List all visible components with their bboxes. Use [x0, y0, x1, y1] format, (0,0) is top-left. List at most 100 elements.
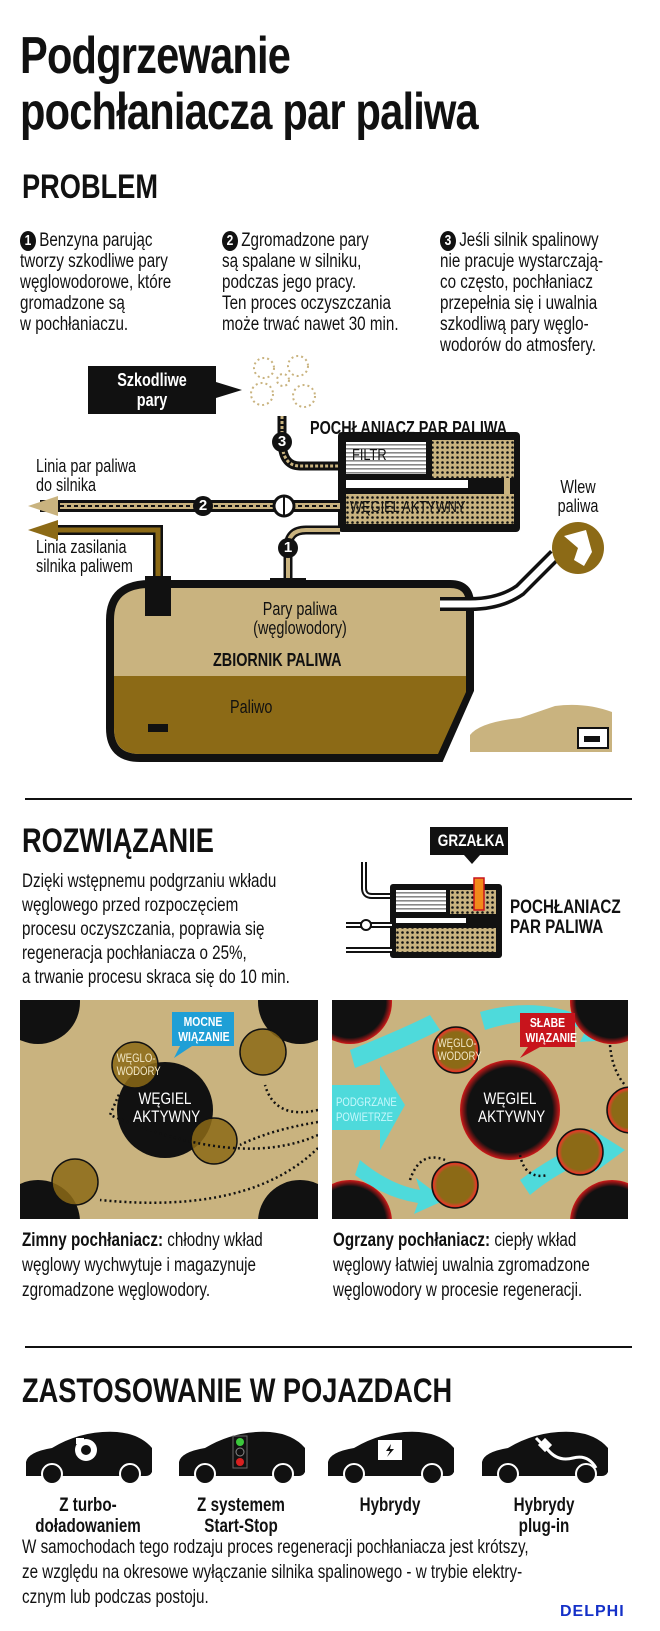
text-line: podczas jego pracy.: [222, 272, 357, 293]
plug-icon: [534, 1436, 598, 1469]
text-line: pary: [136, 390, 168, 410]
text-line: Start-Stop: [204, 1516, 278, 1537]
text-line: AKTYWNY: [478, 1107, 546, 1126]
text-line: silnika paliwem: [36, 556, 133, 576]
tank-vapor-label: Pary paliwa(węglowodory): [252, 600, 348, 638]
filter-label: FILTR: [352, 447, 387, 464]
text-line: szkodliwą pary węglo-: [440, 314, 589, 335]
text-line: zgromadzone węglowodory.: [22, 1280, 211, 1301]
text-line: Z turbo-: [59, 1495, 117, 1516]
usage-heading: ZASTOSOWANIE W POJAZDACH: [22, 1372, 453, 1410]
text-line: procesu oczyszczania, poprawia się: [22, 919, 265, 940]
car-icon: [482, 1431, 608, 1485]
text-line: paliwa: [557, 496, 599, 516]
text-line: Hybrydy: [359, 1495, 421, 1516]
text-line: Ten proces oczyszczania: [222, 293, 391, 314]
text-line: są spalane w silniku,: [222, 251, 362, 272]
text-line: przepełnia się i uwalnia: [440, 293, 598, 314]
text-line: węglowodorowe, które: [20, 272, 172, 293]
text-line: co często, pochłaniacz: [440, 272, 593, 293]
heated-canister-diagram: [346, 827, 508, 958]
hydrocarbons-label: WĘGLO-WODORY: [437, 1037, 482, 1063]
marker-1: 1: [278, 538, 298, 558]
marker-2: 2: [193, 496, 213, 516]
cold-caption-title: Zimny pochłaniacz:: [22, 1230, 164, 1251]
step-marker: 1: [20, 231, 36, 251]
text-line: a trwanie procesu skraca się do 10 min.: [22, 967, 290, 988]
text-line: regeneracja pochłaniacza o 25%,: [22, 943, 247, 964]
text-line: AKTYWNY: [133, 1107, 201, 1126]
solution-text: Dzięki wstępnemu podgrzaniu wkładu węglow…: [22, 870, 290, 990]
text-line: POWIETRZE: [336, 1110, 394, 1124]
text-line: ze względu na okresowe wyłączanie silnik…: [22, 1562, 523, 1583]
turbo-icon: [75, 1438, 97, 1461]
text-line: WĘGLO-: [116, 1051, 156, 1065]
vehicle-label: Z turbo-doładowaniem: [35, 1495, 141, 1537]
harmful-vapors-callout: [88, 366, 242, 414]
text-line: Zgromadzone pary: [241, 230, 369, 251]
text-line: doładowaniem: [35, 1516, 141, 1537]
text-line: PAR PALIWA: [510, 917, 604, 938]
text-line: nie pracuje wystarczają-: [440, 251, 604, 272]
text-line: chłodny wkład: [167, 1230, 263, 1251]
problem-heading: PROBLEM: [22, 168, 158, 206]
text-line: w pochłaniaczu.: [20, 314, 129, 335]
text-line: Dzięki wstępnemu podgrzaniu wkładu: [22, 871, 277, 892]
marker-3: 3: [272, 432, 292, 452]
text-line: do silnika: [36, 475, 97, 495]
hot-caption-title: Ogrzany pochłaniacz:: [333, 1230, 491, 1251]
text-line: cznym lub podczas postoju.: [22, 1587, 209, 1608]
text-line: Szkodliwe: [117, 370, 187, 390]
text-line: może trwać nawet 30 min.: [222, 314, 399, 335]
hydrocarbons-label: WĘGLO-WODORY: [116, 1051, 161, 1078]
vapor-line-arrow: [28, 496, 58, 516]
text-line: WĘGIEL: [138, 1089, 192, 1108]
text-line: (węglowodory): [253, 618, 347, 638]
tank-label: ZBIORNIK PALIWA: [213, 650, 342, 670]
text-line: WODORY: [437, 1049, 482, 1063]
text-line: wodorów do atmosfery.: [440, 335, 597, 356]
battery-icon: [378, 1440, 402, 1460]
text-line: WIĄZANIE: [178, 1029, 230, 1044]
text-line: węglowy łatwiej uwalnia zgromadzone: [333, 1255, 590, 1276]
heater-element: [473, 877, 485, 911]
text-line: węglowodory w procesie regeneracji.: [333, 1280, 583, 1301]
car-icon: [179, 1431, 305, 1485]
text-line: WIĄZANIE: [525, 1030, 577, 1045]
text-line: plug-in: [518, 1516, 570, 1537]
text-line: WĘGIEL: [483, 1089, 537, 1108]
text-line: Hybrydy: [513, 1495, 575, 1516]
car-icon: [26, 1431, 152, 1485]
solution-heading: ROZWIĄZANIE: [22, 822, 214, 860]
fuel-nozzle-icon: [552, 522, 604, 574]
text-line: ciepły wkład: [494, 1230, 577, 1251]
heater-label: GRZAŁKA: [437, 831, 505, 850]
fuel-label: Paliwo: [230, 697, 273, 717]
step-marker: 3: [440, 231, 456, 251]
text-line: węglowego przed rozpoczęciem: [22, 895, 239, 916]
text-line: MOCNE: [183, 1014, 223, 1029]
text-line: Linia zasilania: [36, 537, 127, 557]
text-line: Podgrzewanie: [20, 27, 291, 85]
fuel-line-arrow: [28, 520, 58, 540]
cold-canister-panel: [20, 1000, 318, 1219]
text-line: WODORY: [116, 1064, 161, 1078]
text-line: gromadzone są: [20, 293, 125, 314]
text-line: PODGRZANE: [336, 1095, 397, 1109]
text-line: Wlew: [560, 477, 596, 497]
text-line: Jeśli silnik spalinowy: [459, 230, 599, 251]
vehicle-label: Hybrydy: [337, 1495, 443, 1516]
canister-title: POCHŁANIACZ PAR PALIWA: [310, 418, 508, 438]
vehicle-type: Hybrydy: [324, 1428, 456, 1516]
